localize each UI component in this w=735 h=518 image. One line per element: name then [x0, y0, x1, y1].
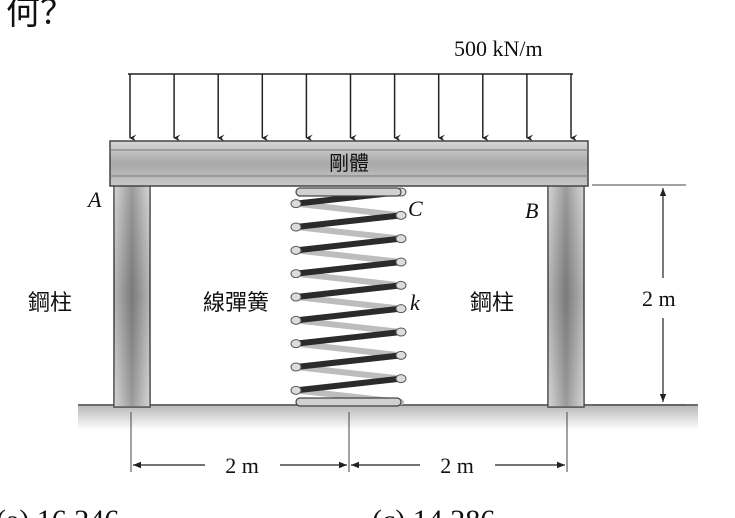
steel-column-left [113, 183, 151, 408]
spring-coil-cap [290, 199, 302, 209]
spring-coil-cap [290, 245, 302, 255]
spring-coil-back [293, 340, 404, 359]
ground [78, 404, 698, 430]
spring-coil-front [293, 352, 404, 370]
spring-coil-cap [395, 327, 407, 337]
rigid-beam [109, 140, 589, 187]
spring-coil-cap [395, 210, 407, 220]
spring-coil-cap [290, 222, 302, 232]
spring-coil-cap [395, 350, 407, 360]
distributed-load [128, 73, 578, 142]
spring-coil-cap [290, 292, 302, 302]
spring-coil-cap [395, 304, 407, 314]
spring-coil-back [293, 270, 404, 289]
spring-coil-cap [395, 280, 407, 290]
height-dimension-label: 2 m [642, 286, 676, 311]
spring-coil-back [293, 200, 404, 219]
right-span-label: 2 m [440, 453, 474, 478]
linear-spring [290, 187, 407, 407]
span-dimensions [130, 412, 568, 472]
spring-coil-front [293, 259, 404, 277]
spring-coil-front [293, 375, 404, 394]
point-a-label: A [86, 187, 102, 212]
answer-a-text: (a) 16.246 [0, 504, 119, 518]
spring-coil-back [293, 317, 404, 335]
steel-column-right-label: 鋼柱 [470, 291, 514, 316]
point-b-label: B [525, 198, 538, 223]
spring-coil-cap [290, 385, 302, 395]
spring-coil-back [293, 224, 404, 242]
spring-coil-back [293, 364, 404, 382]
spring-end [295, 397, 402, 407]
spring-coil-front [293, 282, 404, 300]
height-dimension [592, 184, 686, 406]
spring-coil-cap [290, 315, 302, 325]
spring-coil-cap [395, 257, 407, 267]
spring-coil-front [293, 329, 404, 347]
answer-c-text: (c) 14.286 [372, 504, 495, 518]
steel-column-right [547, 183, 585, 408]
spring-coil-front [293, 212, 404, 230]
spring-coil-cap [395, 234, 407, 244]
spring-coil-front [293, 235, 404, 254]
spring-coil-front [293, 305, 404, 324]
spring-coil-back [293, 294, 404, 312]
spring-constant-label: k [410, 290, 421, 315]
spring-end [295, 187, 402, 197]
load-label: 500 kN/m [454, 36, 543, 61]
left-span-label: 2 m [225, 453, 259, 478]
spring-coil-cap [290, 362, 302, 372]
spring-coil-cap [395, 374, 407, 384]
spring-coil-cap [290, 269, 302, 279]
spring-coil-back [293, 247, 404, 265]
spring-label: 線彈簧 [203, 291, 269, 316]
rigid-body-label: 剛體 [329, 151, 369, 175]
header-text: 何？ [6, 0, 74, 33]
point-c-label: C [408, 196, 423, 221]
spring-coil-cap [290, 339, 302, 349]
steel-column-left-label: 鋼柱 [28, 291, 72, 316]
